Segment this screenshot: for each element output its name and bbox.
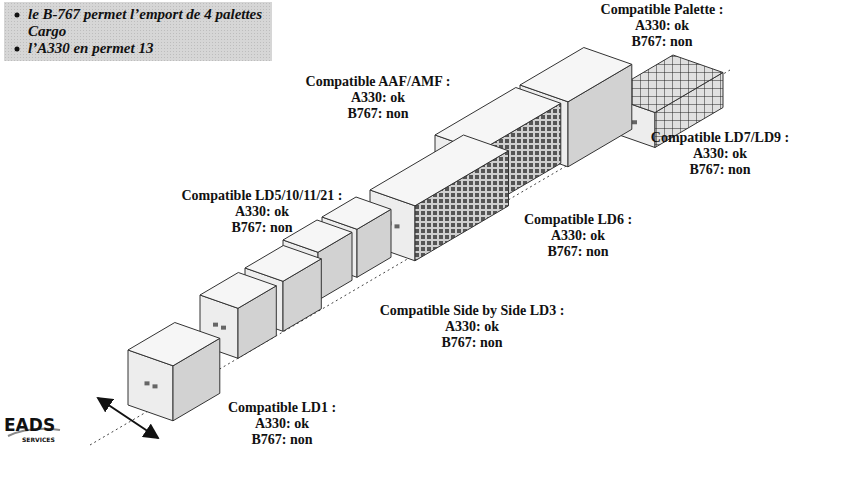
label-group: Compatible Side by Side LD3 :A330: okB76…: [380, 303, 565, 351]
aircraft-status: B767: non: [601, 34, 724, 50]
door-mark: [153, 384, 158, 388]
container-top: [200, 273, 276, 309]
door-mark: [213, 323, 218, 327]
container-top: [370, 135, 509, 206]
label-group: Compatible AAF/AMF :A330: okB767: non: [306, 74, 451, 122]
logo-text: EADS: [4, 416, 55, 435]
label-group: Compatible Palette :A330: okB767: non: [601, 2, 724, 50]
aircraft-status: A330: ok: [380, 319, 565, 335]
aircraft-status: A330: ok: [228, 416, 336, 432]
label-group: Compatible LD6 :A330: okB767: non: [524, 212, 632, 260]
aircraft-status: A330: ok: [181, 204, 342, 220]
aircraft-status: A330: ok: [524, 228, 632, 244]
container-top: [520, 48, 632, 102]
container-top: [245, 246, 321, 282]
aircraft-status: A330: ok: [601, 18, 724, 34]
label-group: Compatible LD5/10/11/21 :A330: okB767: n…: [181, 188, 342, 236]
compat-label: Compatible LD5/10/11/21 :: [181, 188, 342, 204]
door-mark: [221, 326, 226, 330]
aircraft-status: B767: non: [651, 162, 789, 178]
compat-label: Compatible Side by Side LD3 :: [380, 303, 565, 319]
ld1-container: [128, 323, 220, 421]
callout-box: le B-767 permet l’emport de 4 palettes C…: [4, 2, 272, 61]
bullet: [15, 13, 20, 18]
aircraft-status: B767: non: [524, 244, 632, 260]
aircraft-status: A330: ok: [651, 146, 789, 162]
aircraft-status: A330: ok: [306, 90, 451, 106]
label-group: Compatible LD1 :A330: okB767: non: [228, 400, 336, 448]
aircraft-status: B767: non: [228, 432, 336, 448]
door-mark: [632, 120, 637, 124]
compat-label: Compatible LD1 :: [228, 400, 336, 416]
door-mark: [395, 224, 400, 228]
door-mark: [145, 381, 150, 385]
aircraft-status: B767: non: [306, 106, 451, 122]
container-top: [128, 323, 220, 366]
compat-label: Compatible AAF/AMF :: [306, 74, 451, 90]
compat-label: Compatible Palette :: [601, 2, 724, 18]
aircraft-status: B767: non: [181, 220, 342, 236]
container-top: [283, 220, 352, 252]
bullet-layer: [4, 2, 24, 61]
callout-text: le B-767 permet l’emport de 4 palettes C…: [28, 6, 264, 40]
aircraft-status: B767: non: [380, 335, 565, 351]
logo-subtext: SERVICES: [22, 436, 55, 444]
callout-text: l’A330 en permet 13: [28, 40, 264, 57]
compat-label: Compatible LD7/LD9 :: [651, 130, 789, 146]
label-group: Compatible LD7/LD9 :A330: okB767: non: [651, 130, 789, 178]
compat-label: Compatible LD6 :: [524, 212, 632, 228]
bullet: [15, 47, 20, 52]
axis-line: [90, 70, 730, 445]
